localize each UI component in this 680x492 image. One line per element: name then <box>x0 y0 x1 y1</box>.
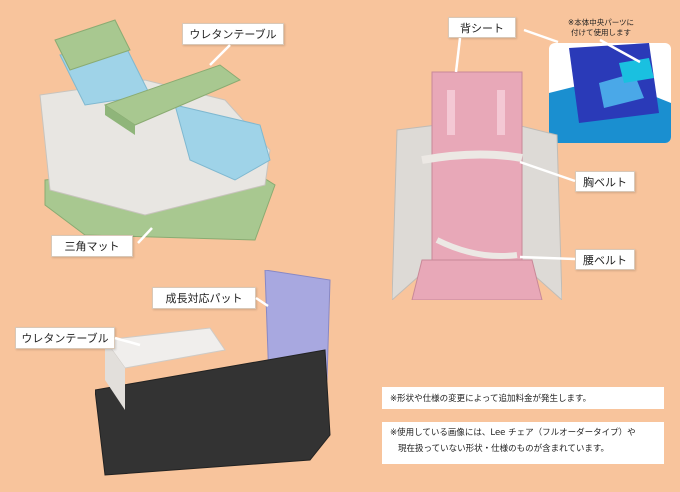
label-growth-pad: 成長対応パット <box>152 287 256 309</box>
chair-photo-green <box>39 19 276 241</box>
label-urethane-table-top: ウレタンテーブル <box>182 23 284 45</box>
note-1-text: ※形状や仕様の変更によって追加料金が発生します。 <box>390 394 592 404</box>
note-1: ※形状や仕様の変更によって追加料金が発生します。 <box>382 387 664 409</box>
label-triangle-mat: 三角マット <box>51 235 133 257</box>
inset-note-line1: ※本体中央パーツに <box>567 18 635 27</box>
label-urethane-table-bottom: ウレタンテーブル <box>15 327 115 349</box>
label-waist-belt: 腰ベルト <box>575 249 635 270</box>
label-back-seat: 背シート <box>448 17 516 38</box>
label-chest-belt: 胸ベルト <box>575 171 635 192</box>
note-2: ※使用している画像には、Lee チェア（フルオーダータイプ）や 現在扱っていない… <box>382 422 664 464</box>
chair-photo-dark <box>95 270 331 476</box>
inset-chair-photo <box>549 43 671 143</box>
inset-note-line2: 付けて使用します <box>571 28 631 38</box>
inset-photo-frame <box>549 43 671 143</box>
inset-note: ※本体中央パーツに 付けて使用します <box>553 18 649 38</box>
chair-photo-pink <box>392 71 562 300</box>
note-2-line1: ※使用している画像には、Lee チェア（フルオーダータイプ）や <box>390 428 636 438</box>
note-2-line2: 現在扱っていない形状・仕様のものが含まれています。 <box>398 444 609 455</box>
